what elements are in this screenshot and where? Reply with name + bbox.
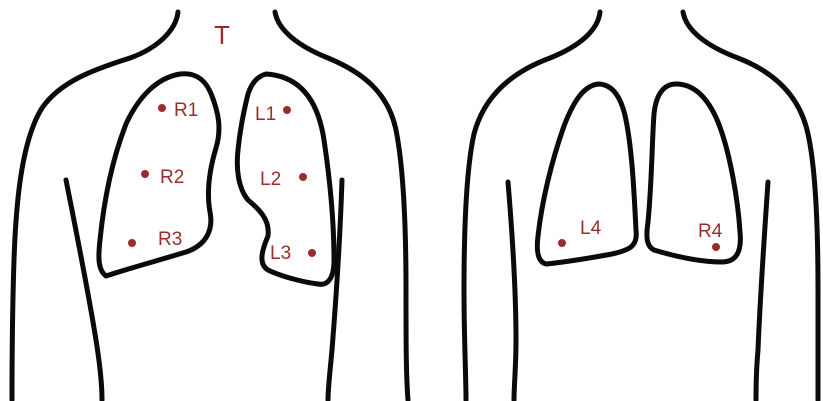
label-L2: L2 bbox=[260, 169, 281, 190]
anterior-view bbox=[12, 12, 408, 400]
posterior-left-armpit-line bbox=[508, 182, 516, 400]
marker-L4 bbox=[558, 239, 566, 247]
marker-R2 bbox=[141, 170, 149, 178]
posterior-right-lung-outline bbox=[647, 84, 740, 262]
marker-R4 bbox=[712, 243, 720, 251]
label-L1: L1 bbox=[255, 104, 276, 125]
label-R2: R2 bbox=[160, 167, 184, 188]
anterior-left-armpit-line bbox=[66, 180, 102, 400]
posterior-view bbox=[464, 12, 818, 400]
label-T: T bbox=[214, 20, 230, 50]
label-R3: R3 bbox=[158, 229, 182, 250]
marker-R3 bbox=[128, 239, 136, 247]
label-R1: R1 bbox=[174, 100, 198, 121]
posterior-torso-right-outline bbox=[683, 12, 818, 400]
posterior-right-armpit-line bbox=[756, 182, 768, 400]
label-R4: R4 bbox=[698, 221, 723, 242]
posterior-torso-left-outline bbox=[464, 12, 600, 400]
label-L3: L3 bbox=[270, 243, 291, 264]
label-L4: L4 bbox=[580, 218, 602, 239]
marker-L3 bbox=[308, 249, 316, 257]
marker-R1 bbox=[158, 104, 166, 112]
marker-L1 bbox=[283, 106, 291, 114]
marker-L2 bbox=[299, 173, 307, 181]
